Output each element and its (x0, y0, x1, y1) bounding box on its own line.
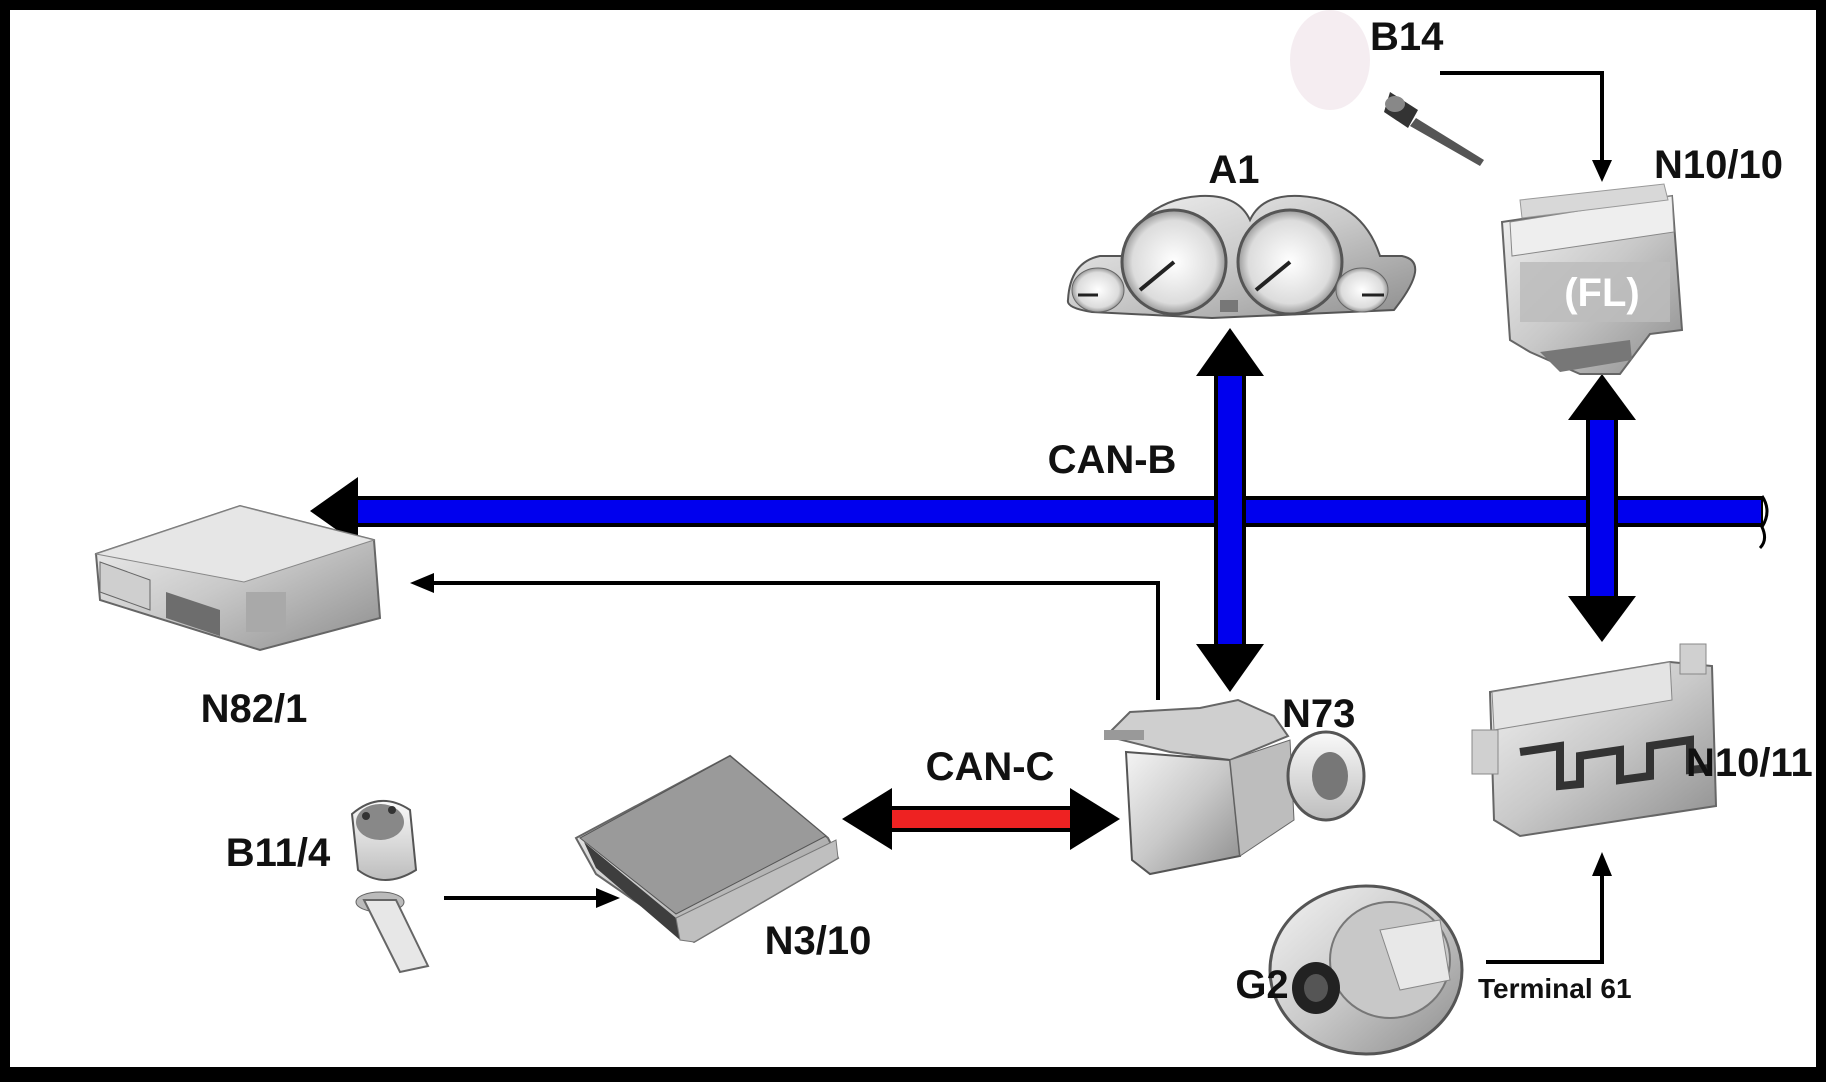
can-b-horizontal-line (352, 500, 1761, 523)
can-c-line (882, 810, 1090, 828)
label-a1: A1 (1208, 148, 1259, 192)
arrowhead-up-to-a1 (1196, 328, 1264, 376)
arrowhead-up-to-n10-10 (1568, 374, 1636, 420)
n73-to-n82-1-line (430, 581, 1160, 700)
arrowhead-down-to-n10-11 (1568, 596, 1636, 642)
label-b11-4: B11/4 (226, 831, 331, 875)
can-b-cross-fill (1218, 500, 1242, 523)
label-terminal-61: Terminal 61 (1478, 973, 1632, 1004)
label-n73: N73 (1282, 692, 1355, 736)
label-n10-11: N10/11 (1686, 741, 1813, 785)
module-n10-10 (1500, 183, 1684, 375)
label-b14: B14 (1370, 15, 1444, 59)
sensor-b11-4 (350, 799, 430, 974)
label-g2: G2 (1235, 963, 1288, 1007)
can-c-right-arrowhead (1070, 788, 1120, 850)
signal-lines (410, 71, 1612, 964)
b14-to-n10-10-line (1440, 71, 1604, 166)
n82-1-arrowhead (410, 573, 434, 593)
label-n3-10: N3/10 (765, 919, 872, 963)
label-n10-10: N10/10 (1654, 143, 1783, 187)
can-b-left-arrowhead (310, 477, 358, 545)
alternator-g2 (1268, 884, 1464, 1056)
n3-10-arrowhead (596, 888, 620, 908)
instrument-cluster-a1 (1066, 194, 1417, 320)
label-can-c: CAN-C (926, 745, 1055, 789)
b14-arrowhead (1592, 160, 1612, 182)
module-n82-1 (94, 504, 382, 652)
can-c-left-arrowhead (842, 788, 892, 850)
module-n73 (1104, 698, 1366, 876)
module-n3-10 (574, 754, 840, 944)
label-fl: (FL) (1564, 271, 1640, 315)
can-b-bus (310, 328, 1769, 692)
arrowhead-down-to-n73 (1196, 644, 1264, 692)
can-b-end-curve (1758, 495, 1769, 550)
sensor-b14 (1290, 10, 1484, 166)
g2-to-n10-11-line (1486, 872, 1604, 964)
can-c-bus (842, 788, 1120, 850)
can-b-cross-fill-2 (1590, 500, 1614, 523)
module-n10-11 (1471, 643, 1718, 838)
label-can-b: CAN-B (1048, 438, 1177, 482)
n10-11-arrowhead (1592, 852, 1612, 876)
label-n82-1: N82/1 (201, 687, 308, 731)
